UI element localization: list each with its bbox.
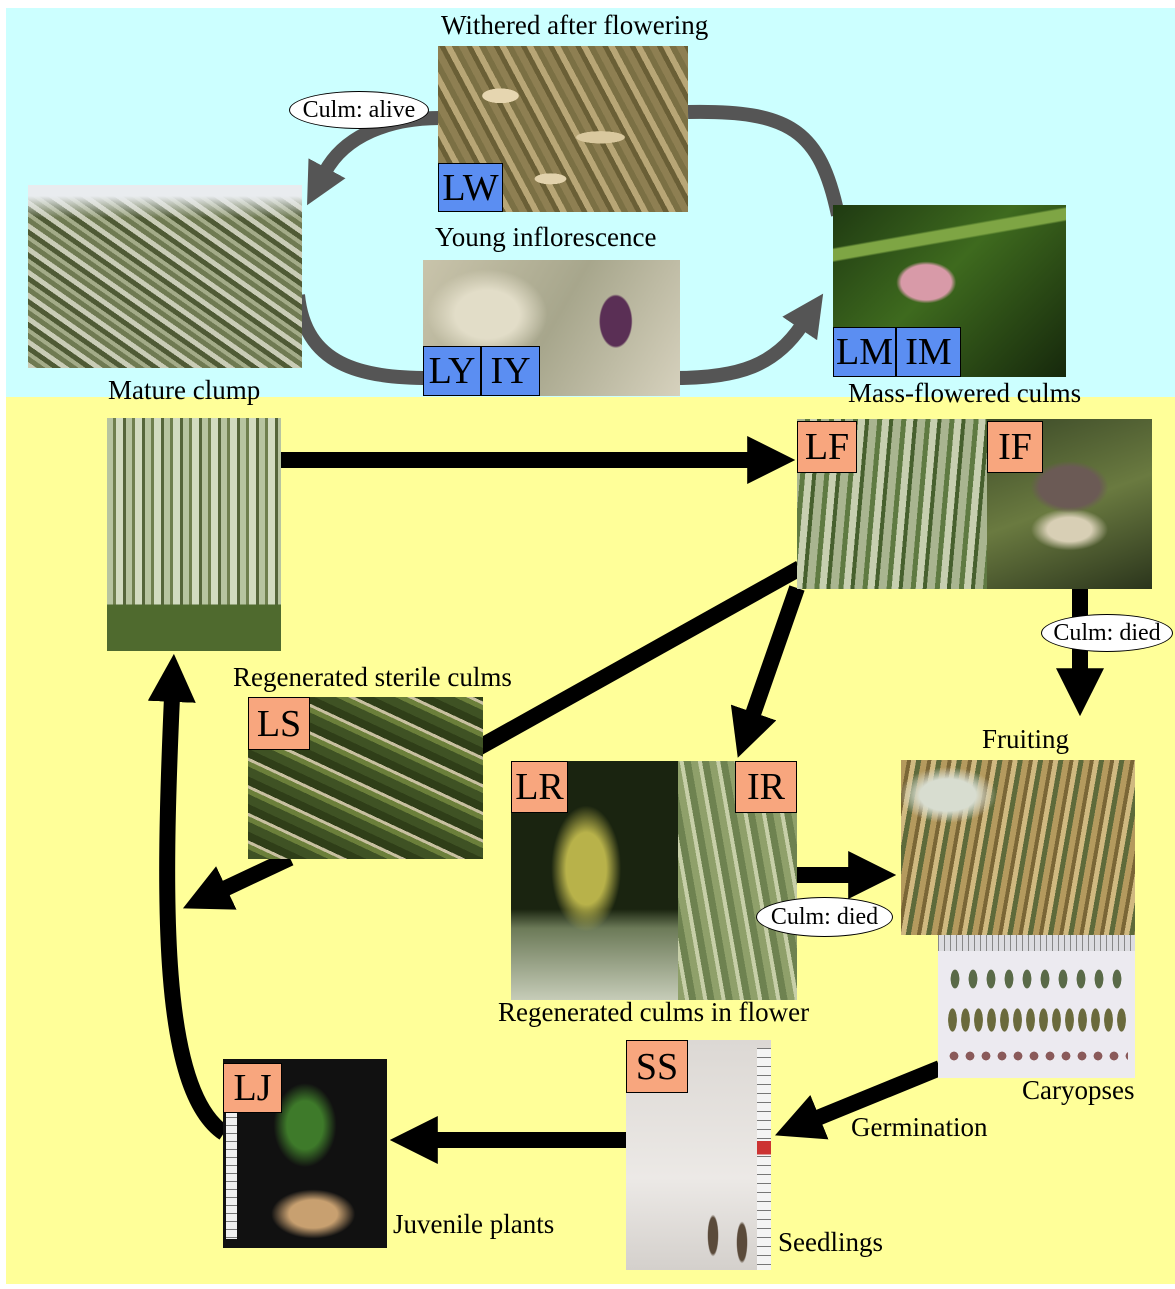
photo-caryopses bbox=[938, 935, 1135, 1078]
caryopsis-row bbox=[946, 1047, 1128, 1065]
arrow-caryopses-to-seedlings bbox=[775, 1060, 944, 1140]
arrow-withered-to-mature-clump bbox=[307, 111, 441, 206]
arrow-mature-clump-to-young-inflorescence bbox=[291, 294, 431, 385]
label-seedlings: Seedlings bbox=[778, 1227, 883, 1257]
ruler-scale bbox=[757, 1048, 771, 1270]
condition-culm-alive: Culm: alive bbox=[289, 91, 429, 129]
code-ly: LY bbox=[423, 346, 481, 396]
label-mass-flowered-culms: Mass-flowered culms bbox=[848, 378, 1082, 408]
code-iy: IY bbox=[481, 346, 540, 396]
ruler-scale bbox=[226, 1109, 237, 1239]
code-ir: IR bbox=[735, 761, 797, 813]
label-withered-after-flowering: Withered after flowering bbox=[441, 10, 709, 40]
code-lj: LJ bbox=[223, 1063, 282, 1113]
caryopsis-row bbox=[946, 1003, 1128, 1037]
label-juvenile-plants: Juvenile plants bbox=[393, 1209, 555, 1239]
arrow-mass-flowered-to-withered bbox=[687, 104, 845, 217]
label-regenerated-sterile-culms: Regenerated sterile culms bbox=[233, 662, 512, 692]
code-lf: LF bbox=[797, 421, 857, 473]
label-mature-clump: Mature clump bbox=[108, 375, 261, 405]
label-regenerated-culms-in-flower: Regenerated culms in flower bbox=[498, 997, 810, 1027]
code-if: IF bbox=[987, 421, 1043, 473]
condition-culm-died-regenerated: Culm: died bbox=[756, 897, 893, 937]
photo-mature-clump-top bbox=[28, 185, 302, 368]
code-ls: LS bbox=[248, 697, 310, 750]
ruler-scale bbox=[938, 935, 1135, 951]
arrow-young-inflorescence-to-mass-flowered bbox=[674, 293, 824, 385]
photo-fruiting bbox=[901, 760, 1135, 935]
arrow-regenerated-sterile-to-mature-clump bbox=[182, 850, 294, 910]
code-lr: LR bbox=[511, 761, 568, 813]
condition-culm-died-mass-flowering: Culm: died bbox=[1041, 614, 1173, 652]
label-germination: Germination bbox=[851, 1112, 988, 1142]
label-caryopses: Caryopses bbox=[1022, 1075, 1135, 1105]
arrow-mass-flowered-to-regenerated-in-flower bbox=[730, 585, 805, 758]
code-lw: LW bbox=[438, 163, 503, 212]
code-im: IM bbox=[896, 327, 961, 377]
label-young-inflorescence: Young inflorescence bbox=[435, 222, 657, 252]
arrow-juvenile-to-mature-clump bbox=[147, 653, 229, 1140]
arrow-mass-flowered-to-regenerated-sterile bbox=[474, 561, 804, 755]
caryopsis-row bbox=[946, 965, 1128, 993]
code-ss: SS bbox=[626, 1040, 688, 1093]
photo-mature-clump-bottom bbox=[107, 418, 281, 651]
code-lm: LM bbox=[833, 327, 896, 377]
label-fruiting: Fruiting bbox=[982, 724, 1070, 754]
